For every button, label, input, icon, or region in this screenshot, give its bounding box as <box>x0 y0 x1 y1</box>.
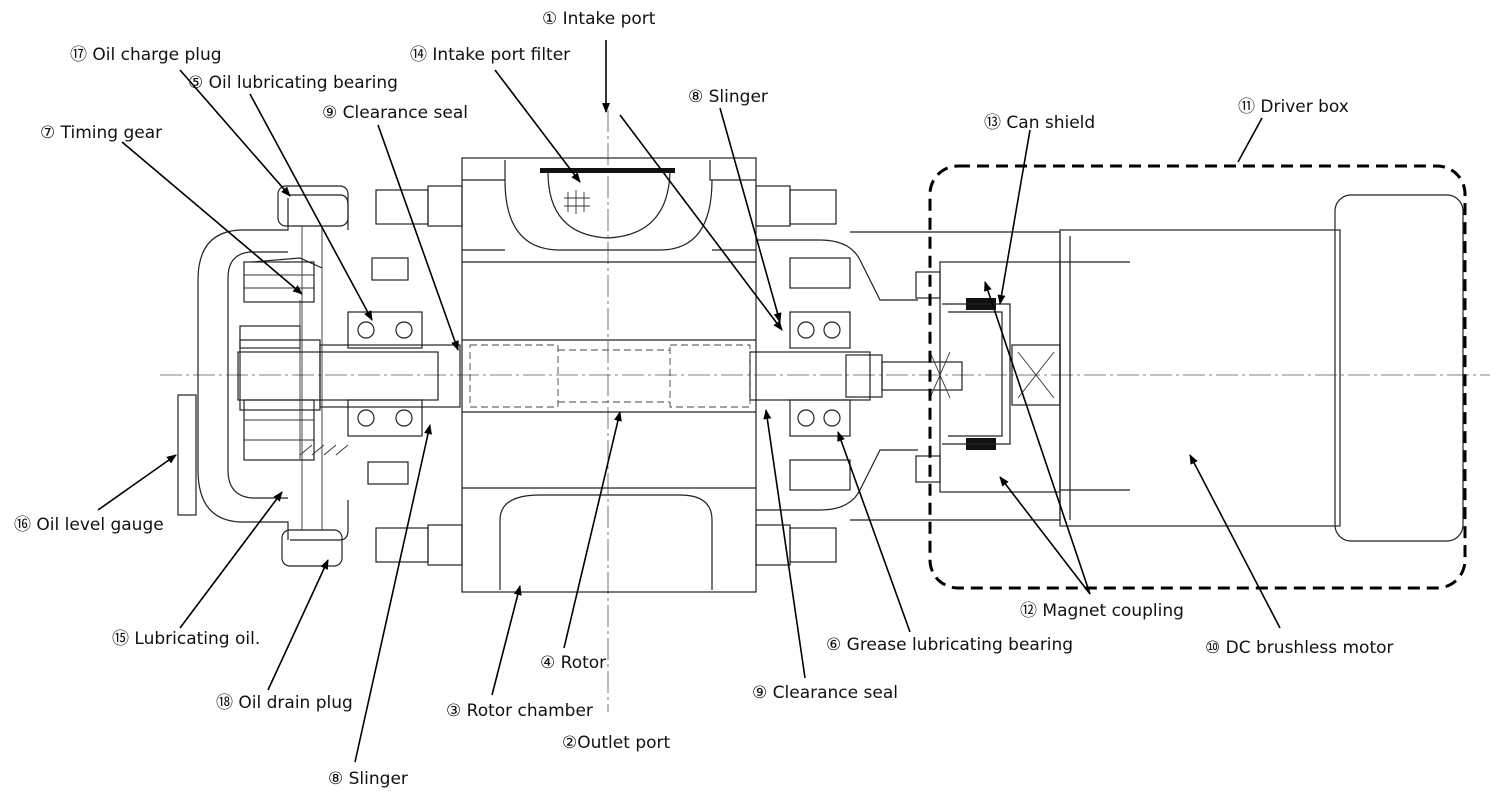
rotor-chamber-body <box>375 157 837 593</box>
timing-gear-leader <box>121 141 303 295</box>
label-can-shield: ⑬ Can shield <box>984 113 1095 133</box>
label-clearance-seal-top: ⑨ Clearance seal <box>322 103 468 123</box>
label-oil-lubricating-bearing: ⑤ Oil lubricating bearing <box>188 73 398 93</box>
label-rotor-chamber: ③ Rotor chamber <box>446 701 593 721</box>
label-clearance-seal-bottom: ⑨ Clearance seal <box>752 683 898 703</box>
label-dc-brushless-motor: ⑩ DC brushless motor <box>1205 638 1394 658</box>
label-oil-charge-plug: ⑰ Oil charge plug <box>70 45 222 65</box>
dc-motor-leader <box>1189 454 1281 629</box>
intake-port-filter-leader <box>494 69 581 183</box>
magnet-coupling-leader-a <box>999 476 1091 595</box>
can-shield-leader <box>997 129 1031 305</box>
label-lubricating-oil: ⑮ Lubricating oil. <box>112 629 260 649</box>
label-timing-gear: ⑦ Timing gear <box>40 123 162 143</box>
rotor-leader <box>563 411 622 649</box>
driver-box-leader <box>1237 117 1263 163</box>
oil-level-gauge-leader <box>97 454 177 511</box>
right-bearing-housing <box>756 239 918 511</box>
lubricating-oil-leader <box>179 491 283 629</box>
label-driver-box: ⑪ Driver box <box>1238 97 1349 117</box>
magnet-coupling-leader-b <box>984 281 1091 595</box>
slinger-top-extra-leader <box>619 114 783 331</box>
slinger-bottom-leader <box>354 424 432 763</box>
label-grease-lubricating-bearing: ⑥ Grease lubricating bearing <box>826 635 1073 655</box>
driver-box-outline <box>928 164 1467 590</box>
label-slinger-top: ⑧ Slinger <box>688 87 768 107</box>
clearance-seal-top-leader <box>377 124 459 351</box>
motor-body <box>1059 194 1464 542</box>
leader-lines <box>97 40 1281 763</box>
label-rotor: ④ Rotor <box>540 653 606 673</box>
pump-drawing <box>160 110 1490 712</box>
callout-labels: ① Intake port ⑰ Oil charge plug ⑭ Intake… <box>14 9 1394 789</box>
gearbox-housing <box>177 185 349 567</box>
shaft <box>237 344 963 408</box>
oil-bearings <box>347 257 423 485</box>
label-slinger-bottom: ⑧ Slinger <box>328 769 408 789</box>
label-oil-level-gauge: ⑯ Oil level gauge <box>14 515 164 535</box>
label-intake-port-filter: ⑭ Intake port filter <box>410 45 570 65</box>
oil-lubricating-bearing-leader <box>249 93 373 321</box>
label-intake-port: ① Intake port <box>542 9 656 29</box>
oil-drain-plug-leader <box>267 559 329 691</box>
clearance-seal-bottom-leader <box>763 409 806 679</box>
label-magnet-coupling: ⑫ Magnet coupling <box>1020 601 1184 621</box>
label-outlet-port: ②Outlet port <box>562 733 670 753</box>
label-oil-drain-plug: ⑱ Oil drain plug <box>216 693 353 713</box>
grease-bearing-leader <box>837 431 911 633</box>
oil-charge-plug-leader <box>179 69 291 197</box>
rotor-chamber-leader <box>491 585 522 696</box>
slinger-top-leader <box>719 107 782 323</box>
